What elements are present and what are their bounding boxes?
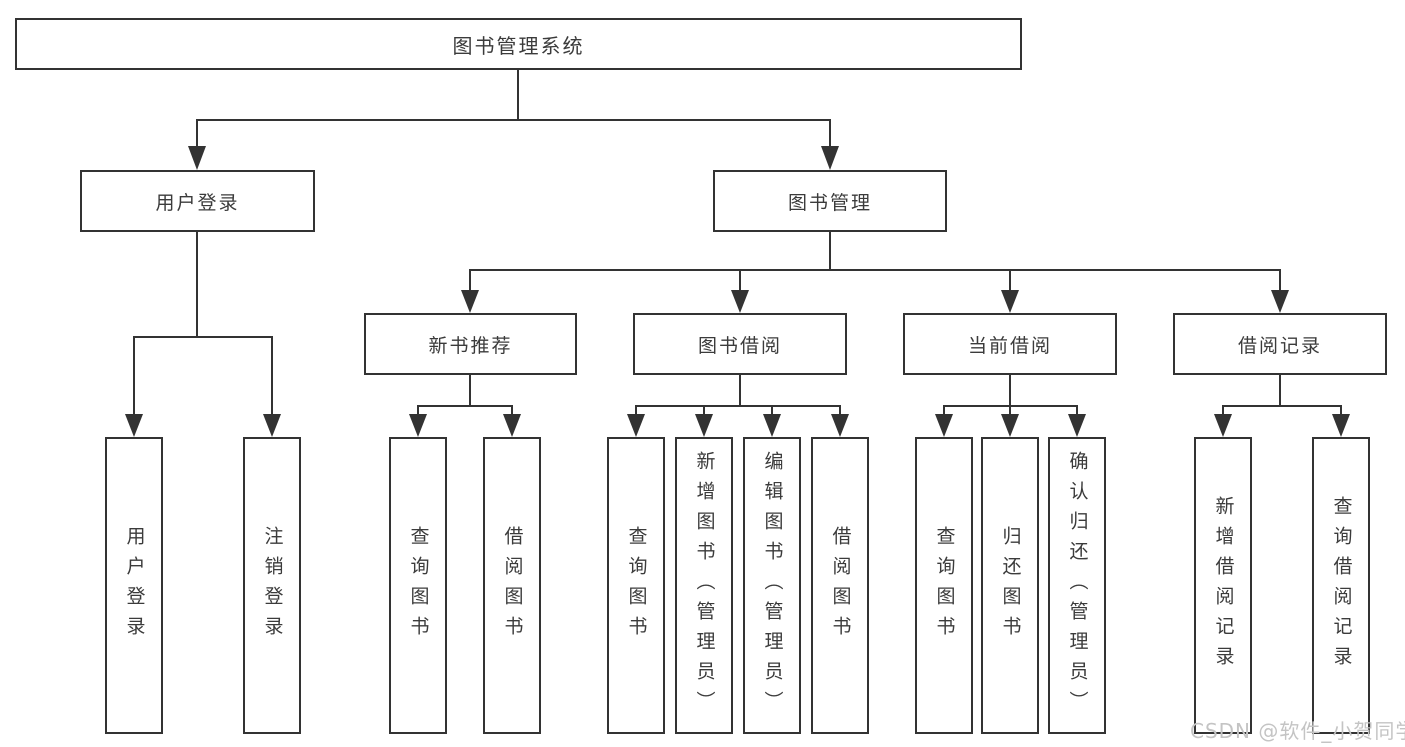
node-logout-action-label: 注销登录 — [261, 525, 284, 646]
node-query-books-1: 查询图书 — [389, 437, 447, 734]
node-add-books-admin-label: 新增图书（管理员） — [693, 450, 716, 721]
node-user-login-action-label: 用户登录 — [123, 525, 146, 646]
node-user-login-label: 用户登录 — [155, 191, 240, 214]
node-return-books: 归还图书 — [981, 437, 1039, 734]
node-book-borrow: 图书借阅 — [633, 313, 847, 375]
node-book-management-label: 图书管理 — [787, 191, 872, 214]
node-query-borrow-record-label: 查询借阅记录 — [1330, 495, 1353, 676]
node-logout-action: 注销登录 — [243, 437, 301, 734]
node-add-borrow-record: 新增借阅记录 — [1194, 437, 1252, 734]
node-borrow-books-2: 借阅图书 — [811, 437, 869, 734]
node-current-borrow: 当前借阅 — [903, 313, 1117, 375]
node-borrow-record: 借阅记录 — [1173, 313, 1387, 375]
node-query-books-3-label: 查询图书 — [933, 525, 956, 646]
node-query-books-2: 查询图书 — [607, 437, 665, 734]
node-book-borrow-label: 图书借阅 — [697, 334, 782, 357]
node-return-books-label: 归还图书 — [999, 525, 1022, 646]
node-edit-books-admin-label: 编辑图书（管理员） — [761, 450, 784, 721]
node-borrow-record-label: 借阅记录 — [1237, 334, 1322, 357]
node-edit-books-admin: 编辑图书（管理员） — [743, 437, 801, 734]
node-query-books-1-label: 查询图书 — [407, 525, 430, 646]
node-query-borrow-record: 查询借阅记录 — [1312, 437, 1370, 734]
node-add-borrow-record-label: 新增借阅记录 — [1212, 495, 1235, 676]
node-confirm-return-admin: 确认归还（管理员） — [1048, 437, 1106, 734]
node-borrow-books-1-label: 借阅图书 — [501, 525, 524, 646]
node-new-book-recommend: 新书推荐 — [364, 313, 577, 375]
node-query-books-3: 查询图书 — [915, 437, 973, 734]
node-new-book-recommend-label: 新书推荐 — [428, 334, 513, 357]
node-user-login-action: 用户登录 — [105, 437, 163, 734]
node-book-management: 图书管理 — [713, 170, 947, 232]
node-confirm-return-admin-label: 确认归还（管理员） — [1066, 450, 1089, 721]
node-add-books-admin: 新增图书（管理员） — [675, 437, 733, 734]
node-borrow-books-2-label: 借阅图书 — [829, 525, 852, 646]
node-borrow-books-1: 借阅图书 — [483, 437, 541, 734]
node-root-label: 图书管理系统 — [452, 33, 585, 58]
node-root: 图书管理系统 — [15, 18, 1022, 70]
node-user-login: 用户登录 — [80, 170, 315, 232]
node-query-books-2-label: 查询图书 — [625, 525, 648, 646]
node-current-borrow-label: 当前借阅 — [967, 334, 1052, 357]
csdn-watermark: CSDN @软件_小贺同学 — [1190, 719, 1405, 743]
